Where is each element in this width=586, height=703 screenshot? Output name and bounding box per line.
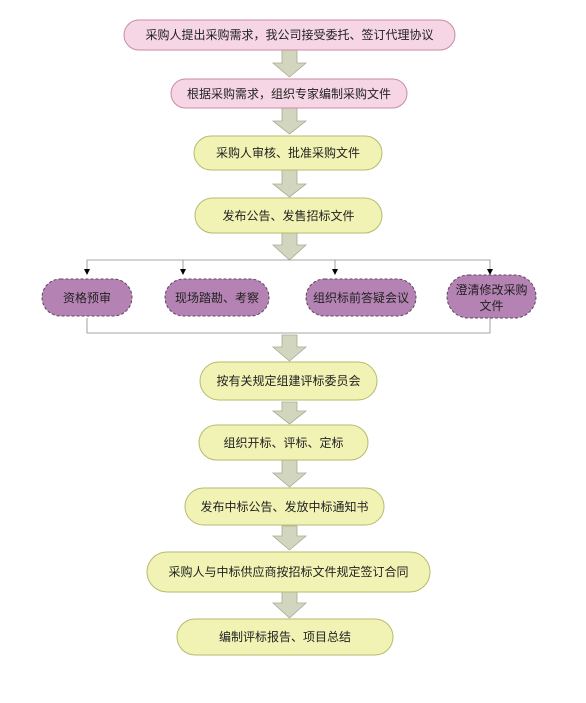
flow-arrow-2 — [271, 106, 308, 135]
branch-3-label: 组织标前答疑会议 — [313, 290, 409, 305]
step-4: 发布公告、发售招标文件 — [194, 197, 383, 234]
step-5: 按有关规定组建评标委员会 — [199, 361, 378, 401]
branch-4: 澄清修改采购 文件 — [446, 274, 537, 319]
step-5-label: 按有关规定组建评标委员会 — [216, 373, 360, 388]
flow-arrow-6 — [271, 401, 308, 425]
step-1-label: 采购人提出采购需求，我公司接受委托、签订代理协议 — [145, 27, 433, 42]
flow-arrow-3 — [271, 168, 308, 198]
flow-arrow-7 — [271, 458, 308, 488]
step-8: 采购人与中标供应商按招标文件规定签订合同 — [146, 551, 431, 593]
step-8-label: 采购人与中标供应商按招标文件规定签订合同 — [168, 564, 408, 579]
step-3-label: 采购人审核、批准采购文件 — [216, 145, 360, 160]
flow-arrow-4 — [271, 231, 308, 261]
step-3: 采购人审核、批准采购文件 — [193, 135, 383, 171]
step-7: 发布中标公告、发放中标通知书 — [184, 487, 385, 526]
branch-3: 组织标前答疑会议 — [305, 278, 417, 317]
step-9: 编制评标报告、项目总结 — [176, 618, 394, 656]
flow-arrow-5 — [271, 334, 308, 362]
branch-2: 现场踏勘、考察 — [164, 278, 270, 317]
branch-2-label: 现场踏勘、考察 — [175, 291, 259, 305]
branch-1-label: 资格预审 — [63, 290, 111, 305]
step-2: 根据采购需求，组织专家编制采购文件 — [170, 78, 408, 109]
step-7-label: 发布中标公告、发放中标通知书 — [200, 499, 368, 514]
step-6-label: 组织开标、评标、定标 — [223, 435, 343, 450]
flow-arrow-9 — [271, 591, 308, 619]
branch-4-label-line-2: 文件 — [479, 298, 503, 313]
step-9-label: 编制评标报告、项目总结 — [219, 629, 351, 644]
branch-1: 资格预审 — [41, 278, 133, 317]
step-2-label: 根据采购需求，组织专家编制采购文件 — [187, 86, 391, 101]
branch-connectors — [84, 259, 493, 334]
step-6: 组织开标、评标、定标 — [198, 424, 369, 461]
step-1: 采购人提出采购需求，我公司接受委托、签订代理协议 — [123, 19, 456, 51]
flow-arrow-8 — [271, 525, 308, 551]
step-4-label: 发布公告、发售招标文件 — [222, 208, 354, 223]
branch-4-label-line-1: 澄清修改采购 — [455, 282, 527, 297]
flow-arrow-1 — [271, 46, 308, 78]
